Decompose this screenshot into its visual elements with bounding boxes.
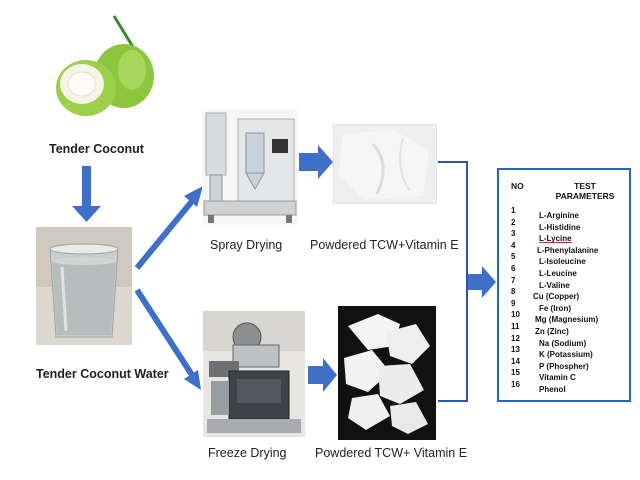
arrow-freeze-to-powder: [308, 358, 337, 392]
spray-powder-image: [333, 124, 437, 204]
tender-coconut-image: [56, 15, 154, 116]
arrow-to-table: [468, 266, 496, 298]
table-header-no: NO: [511, 181, 524, 191]
label-tender-coconut: Tender Coconut: [49, 142, 144, 156]
table-row-number: 8: [511, 287, 516, 297]
table-row-number: 1: [511, 206, 516, 215]
coconut-water-glass-image: [36, 227, 132, 345]
table-row-parameter: P (Phospher): [539, 361, 589, 371]
table-row-parameter: L-Arginine: [539, 211, 579, 220]
table-row-parameter: Cu (Copper): [533, 292, 580, 302]
table-row-number: 13: [511, 345, 520, 355]
table-row-parameter: Zn (Zinc): [535, 327, 569, 336]
table-row-number: 3: [511, 229, 516, 239]
table-row-number: 6: [511, 264, 516, 273]
arrow-water-to-spray: [134, 186, 203, 270]
table-row-parameter: L-Histidine: [539, 222, 581, 232]
table-row-number: 5: [511, 252, 516, 262]
label-tender-coconut-water: Tender Coconut Water: [36, 367, 169, 381]
table-row-parameter: Na (Sodium): [539, 338, 587, 348]
arrow-water-to-freeze: [134, 288, 201, 390]
table-row-parameter: K (Potassium): [539, 350, 593, 360]
label-spray-drying: Spray Drying: [210, 238, 283, 252]
table-row-number: 10: [511, 310, 520, 320]
table-row-parameter: Phenol: [539, 385, 566, 394]
freeze-dryer-image: [203, 311, 305, 437]
table-row-parameter: L-Lycine: [539, 234, 572, 244]
label-freeze-drying: Freeze Drying: [208, 446, 287, 460]
table-row-number: 14: [511, 356, 520, 366]
table-row-parameter: L-Isoleucine: [539, 257, 586, 267]
table-header-params: TEST PARAMETERS: [555, 181, 615, 201]
table-row-parameter: L-Leucine: [539, 269, 577, 278]
table-row-number: 11: [511, 322, 520, 331]
table-row-parameter: Vitamin C: [539, 373, 576, 383]
label-powder-spray: Powdered TCW+Vitamin E: [310, 238, 459, 252]
arrow-coconut-to-water: [72, 166, 101, 222]
table-row-parameter: Mg (Magnesium): [535, 315, 599, 325]
table-row-number: 15: [511, 368, 520, 378]
table-row-number: 12: [511, 333, 520, 343]
table-row-parameter: L-Valine: [539, 280, 570, 290]
label-powder-freeze: Powdered TCW+ Vitamin E: [315, 446, 468, 460]
bracket-connector: [438, 161, 468, 402]
table-row-number: 7: [511, 275, 516, 285]
freeze-powder-image: [338, 306, 436, 440]
table-row-number: 2: [511, 217, 516, 227]
table-row-parameter: L-Phenylalanine: [537, 245, 599, 255]
spray-dryer-image: [202, 109, 298, 225]
arrow-spray-to-powder: [299, 145, 333, 179]
table-row-parameter: Fe (Iron): [539, 303, 571, 313]
table-row-number: 4: [511, 240, 516, 250]
table-row-number: 9: [511, 298, 516, 308]
table-row-number: 16: [511, 380, 520, 389]
